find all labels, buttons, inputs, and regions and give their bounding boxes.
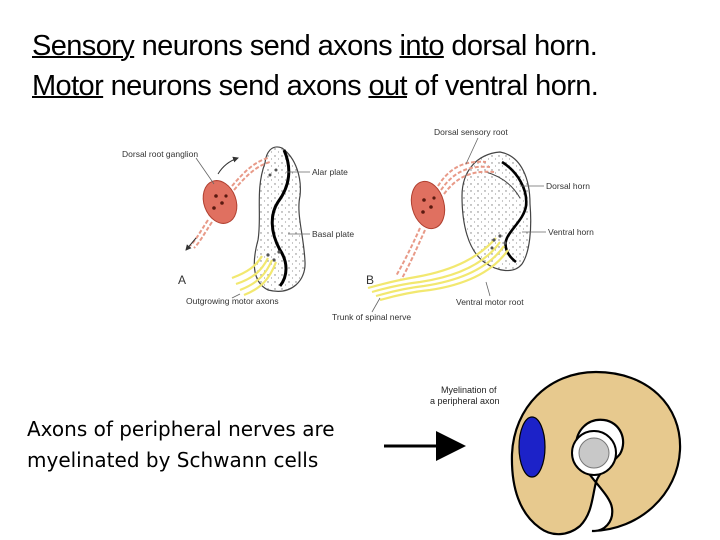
title-keyword-sensory: Sensory [32, 30, 135, 62]
label-alar-plate: Alar plate [312, 167, 348, 177]
figure-b: Dorsal sensory root Dorsal horn Ventral … [332, 127, 594, 322]
label-ventral-horn: Ventral horn [548, 227, 594, 237]
label-trunk-of-spinal-nerve: Trunk of spinal nerve [332, 312, 411, 322]
label-outgrowing-motor-axons: Outgrowing motor axons [186, 296, 279, 306]
leader-lines-b [371, 137, 546, 313]
title-line-1-text: neurons send axons [134, 30, 400, 62]
figure-a-letter: A [178, 273, 186, 287]
dorsal-horn-outline-b [485, 171, 521, 199]
label-dorsal-sensory-root: Dorsal sensory root [434, 127, 508, 137]
title-line-1-end: dorsal horn. [443, 30, 598, 62]
motor-neuron-marks-b [490, 234, 507, 250]
title-keyword-out: out [368, 70, 407, 102]
ganglion-cells-b [421, 196, 436, 214]
neuron-marks-a [266, 168, 281, 262]
leader-lines-a [195, 157, 310, 299]
label-dorsal-root-ganglion: Dorsal root ganglion [122, 149, 198, 159]
dorsal-root-ganglion-a [202, 180, 238, 224]
title-line-2: Motor neurons send axons out of ventral … [32, 66, 712, 106]
slide-title: Sensory neurons send axons into dorsal h… [32, 26, 712, 106]
figure-b-letter: B [366, 273, 374, 287]
figure-a: Dorsal root ganglion Alar plate Basal pl… [122, 146, 354, 306]
caption: Axons of peripheral nerves are myelinate… [27, 414, 387, 476]
caption-line-1: Axons of peripheral nerves are [27, 417, 335, 441]
title-line-2-end: of ventral horn. [406, 70, 599, 102]
sulcus-limitans-a [270, 149, 291, 287]
dorsal-root-ganglion-b [410, 180, 446, 230]
label-ventral-motor-root: Ventral motor root [456, 297, 524, 307]
ventral-motor-root-fibers [367, 237, 509, 302]
ganglion-cells-a [212, 194, 228, 210]
label-dorsal-horn: Dorsal horn [546, 181, 590, 191]
motor-axons-a [231, 255, 278, 297]
myelination-label-line-1: Myelination of [441, 385, 497, 395]
neural-tube-a [253, 146, 306, 292]
caption-line-2: myelinated by Schwann cells [27, 448, 319, 472]
myelination-label-line-2: a peripheral axon [430, 396, 500, 406]
growth-arrow-a2 [185, 237, 197, 251]
schwann-cell-nucleus [518, 416, 546, 478]
label-basal-plate: Basal plate [312, 229, 354, 239]
growth-arrow-a1 [217, 156, 239, 175]
title-keyword-motor: Motor [32, 70, 104, 102]
title-line-1: Sensory neurons send axons into dorsal h… [32, 26, 712, 66]
dorsal-sensory-root-fibers [395, 160, 495, 281]
axon-core [578, 437, 610, 469]
spinal-cord-b [461, 151, 532, 272]
sensory-fibers-a [189, 157, 271, 249]
title-line-2-text: neurons send axons [103, 70, 369, 102]
title-keyword-into: into [399, 30, 445, 62]
myelination-diagram: Myelination of a peripheral axon [430, 370, 682, 536]
